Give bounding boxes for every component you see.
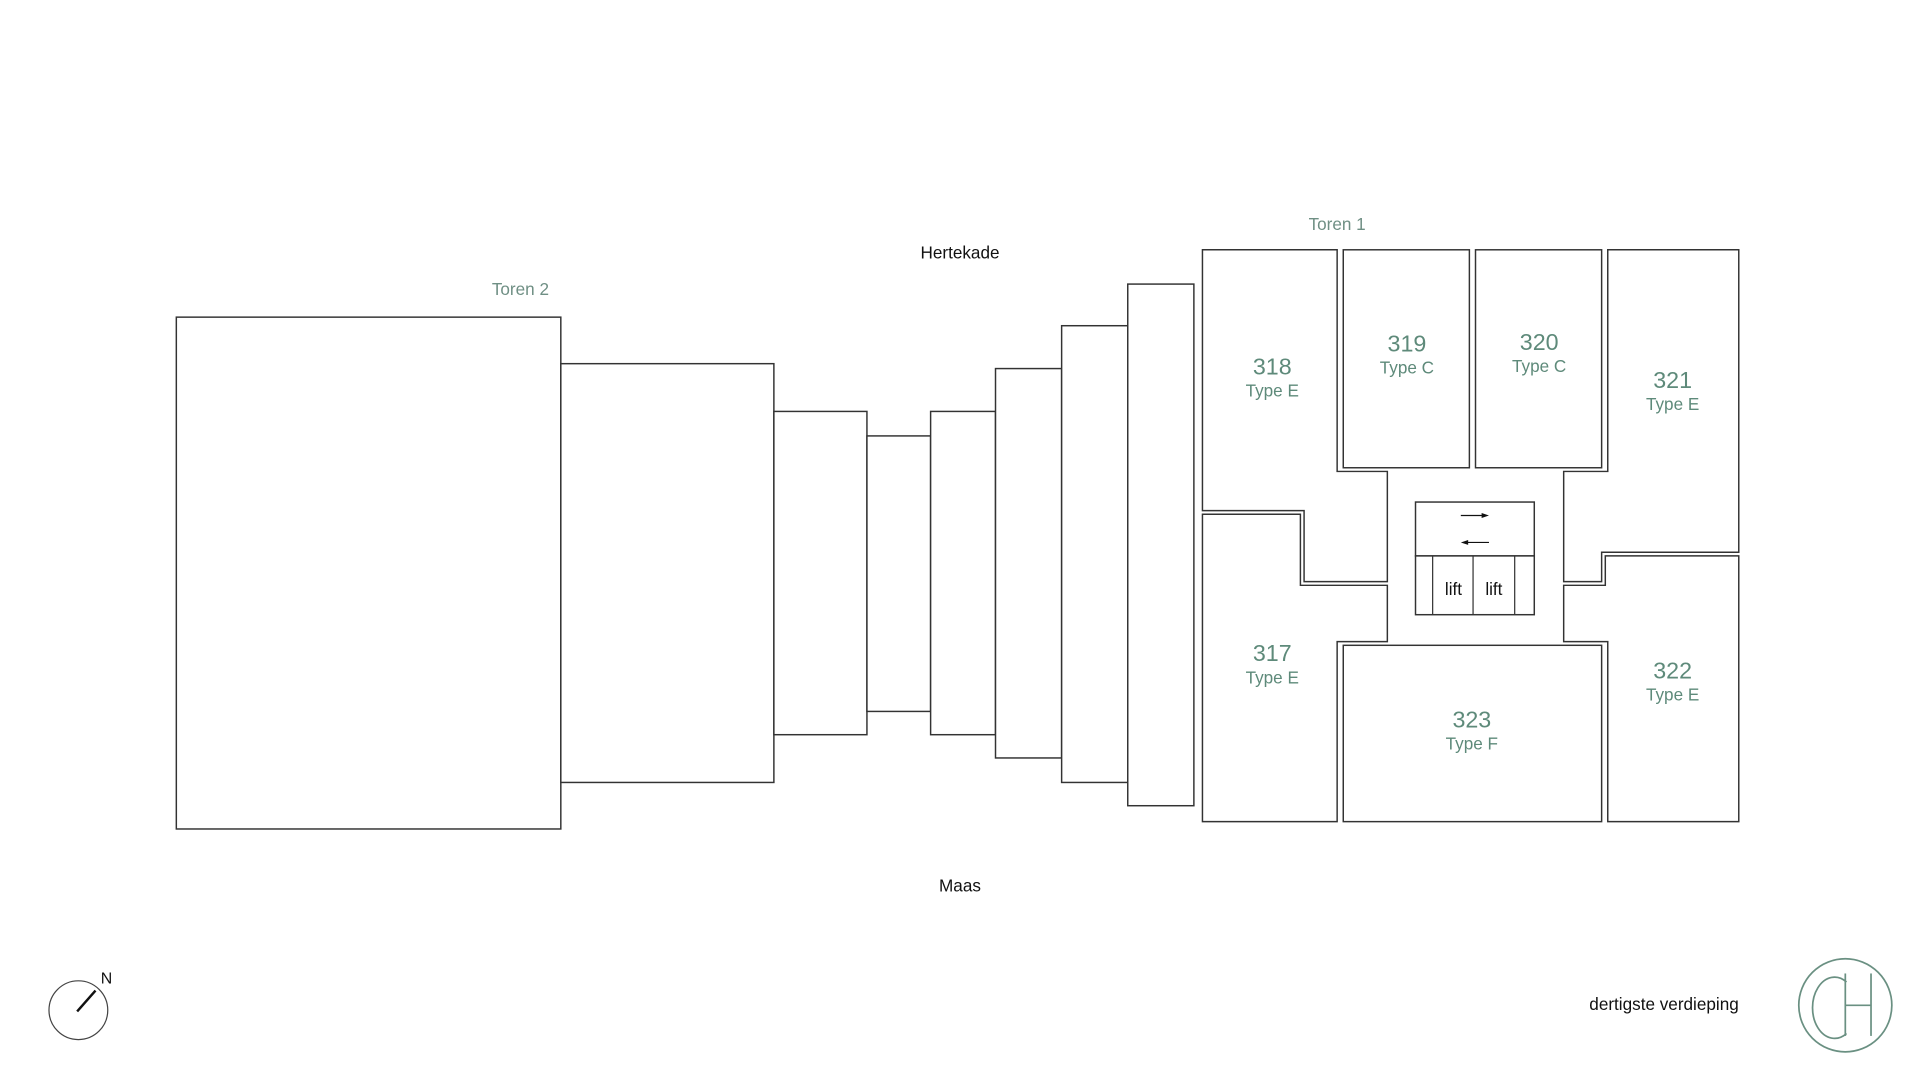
tower2-label: Toren 2: [492, 279, 549, 299]
unit-type: Type E: [1246, 667, 1299, 687]
unit-317[interactable]: 317 Type E: [1201, 513, 1389, 823]
lift-label: lift: [1485, 579, 1502, 599]
floor-label: dertigste verdieping: [1589, 994, 1738, 1014]
lift-shaft: [1414, 555, 1536, 616]
unit-type: Type C: [1380, 357, 1434, 377]
street-north-label: Hertekade: [920, 242, 999, 262]
unit-number: 321: [1653, 367, 1692, 393]
unit-type: Type E: [1646, 684, 1699, 704]
unit-number: 323: [1452, 706, 1491, 732]
ch-logo-icon: [1797, 957, 1893, 1053]
building-block: [560, 362, 775, 784]
building-block: [773, 410, 868, 736]
unit-320[interactable]: 320 Type C: [1474, 249, 1603, 469]
unit-number: 317: [1253, 640, 1292, 666]
unit-number: 318: [1253, 354, 1292, 380]
building-block: [1127, 283, 1195, 807]
tower2-block: [175, 316, 562, 830]
building-block: [929, 410, 997, 736]
lift-label: lift: [1445, 579, 1462, 599]
unit-321[interactable]: 321 Type E: [1562, 249, 1740, 583]
stairwell: [1414, 501, 1536, 557]
core: lift lift: [1414, 501, 1536, 616]
tower1-label: Toren 1: [1309, 214, 1366, 234]
arrow-left-icon: [1460, 540, 1489, 545]
street-south-label: Maas: [939, 875, 981, 895]
building-block: [994, 367, 1063, 759]
unit-318[interactable]: 318 Type E: [1201, 249, 1389, 583]
unit-319[interactable]: 319 Type C: [1342, 249, 1471, 469]
unit-number: 319: [1388, 330, 1427, 356]
arrow-right-icon: [1460, 513, 1489, 518]
unit-type: Type E: [1246, 381, 1299, 401]
compass-north-label: N: [101, 970, 112, 987]
building-block: [866, 435, 932, 713]
unit-number: 320: [1520, 329, 1559, 355]
unit-type: Type F: [1446, 733, 1498, 753]
unit-322[interactable]: 322 Type E: [1562, 555, 1740, 823]
unit-type: Type C: [1512, 356, 1566, 376]
unit-323[interactable]: 323 Type F: [1342, 644, 1603, 823]
compass-icon: N: [48, 970, 112, 1041]
unit-type: Type E: [1646, 394, 1699, 414]
building-block: [1060, 324, 1129, 784]
unit-number: 322: [1653, 657, 1692, 683]
building-blocks: [175, 283, 1195, 830]
